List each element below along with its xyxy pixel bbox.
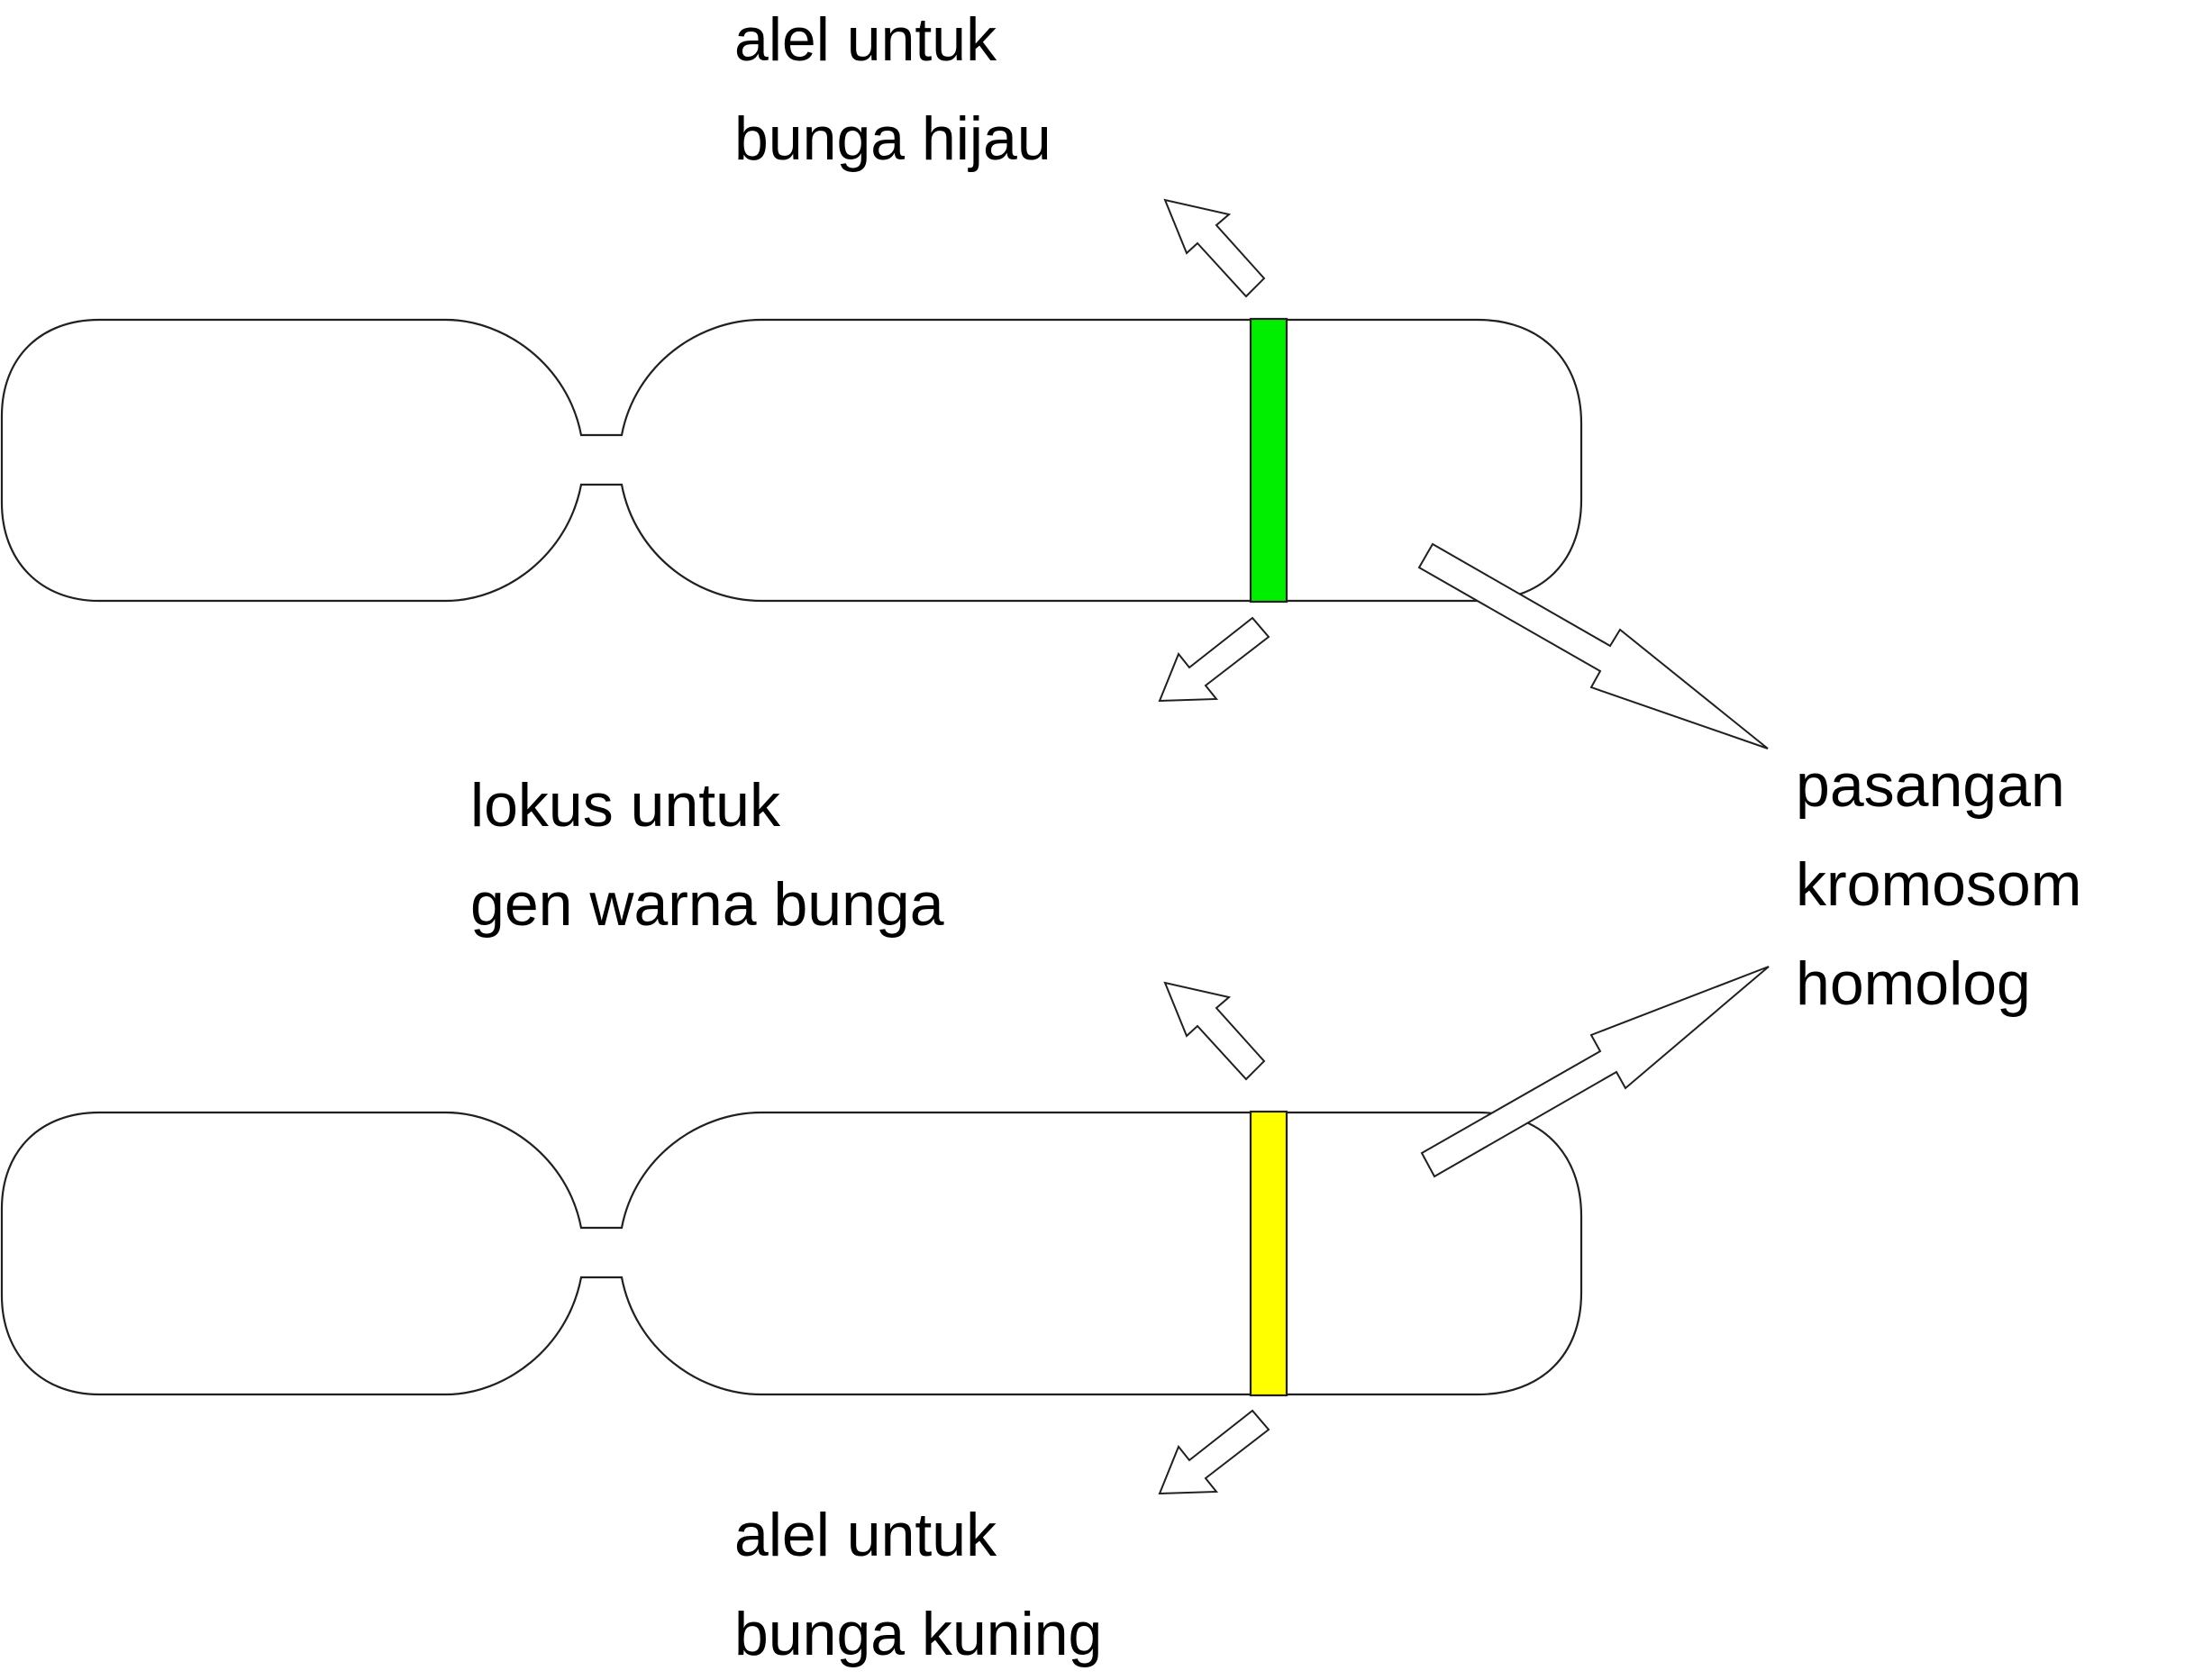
arrow-icon-homolog-top [1417, 542, 1769, 749]
chromosome-top [0, 317, 1583, 604]
chromosome-bottom [0, 1110, 1583, 1397]
label-locus-line2: gen warna bunga [470, 870, 944, 939]
label-homolog-line1: pasangan [1796, 751, 2065, 820]
label-homolog-line3: homolog [1796, 949, 2031, 1018]
label-allele-yellow-line1: alel untuk [734, 1501, 997, 1569]
arrow-icon-top-down [1158, 616, 1270, 703]
label-homolog-line2: kromosom [1796, 850, 2081, 919]
chromosome-top-left-arm [0, 318, 1583, 603]
label-locus-line1: lokus untuk [470, 771, 781, 840]
arrow-icon-top-up-shape [1163, 198, 1266, 298]
label-allele-green: alel untuk bunga hijau [734, 5, 1051, 173]
label-allele-green-line2: bunga hijau [734, 104, 1051, 173]
label-homolog: pasangan kromosom homolog [1796, 751, 2081, 1018]
label-allele-yellow: alel untuk bunga kuning [734, 1501, 1102, 1668]
label-allele-green-line1: alel untuk [734, 5, 997, 74]
arrow-icon-bottom-down [1158, 1409, 1270, 1495]
allele-band-yellow [1249, 1110, 1288, 1397]
chromosome-bottom-body [0, 1111, 1583, 1396]
allele-band-green [1249, 317, 1288, 604]
label-locus: lokus untuk gen warna bunga [470, 771, 944, 939]
arrow-icon-mid-up [1163, 981, 1266, 1081]
label-allele-yellow-line2: bunga kuning [734, 1600, 1102, 1668]
arrow-icon-homolog-bottom [1420, 966, 1770, 1178]
